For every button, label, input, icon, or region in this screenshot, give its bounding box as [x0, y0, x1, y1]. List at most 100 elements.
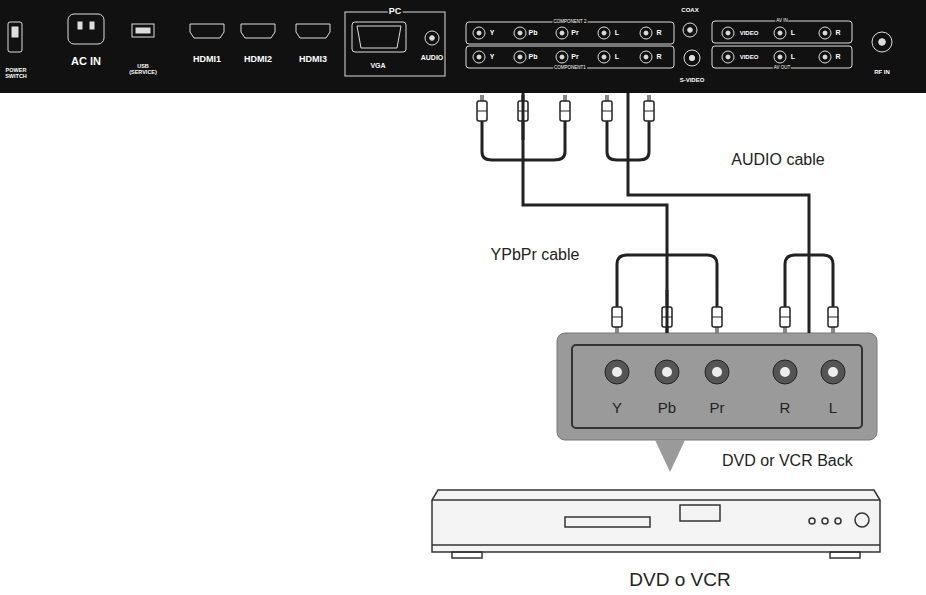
dvd-back-panel-shape — [557, 333, 877, 472]
port-label: L — [791, 29, 795, 36]
jack-pin — [602, 55, 606, 59]
jack-pin — [726, 31, 730, 35]
tv-back-panel: POWER SWITCHAC INUSB (SERVICE)HDMI1HDMI2… — [0, 0, 926, 93]
jack — [473, 27, 485, 39]
port-label: L — [791, 53, 795, 60]
rca-pin — [662, 367, 672, 377]
rca-pin — [612, 367, 622, 377]
jack — [722, 51, 734, 63]
jack — [774, 51, 786, 63]
plug-body — [644, 101, 654, 121]
jack — [872, 32, 892, 52]
jack — [556, 51, 568, 63]
jack — [774, 27, 786, 39]
rca-pin — [828, 367, 838, 377]
rca-jack — [773, 360, 797, 384]
jack — [819, 51, 831, 63]
dvd-player — [432, 490, 880, 558]
port-label: Pb — [529, 53, 538, 60]
jack-label: Pb — [658, 400, 676, 416]
cable-plugs — [477, 95, 838, 333]
port-label: AC IN — [71, 56, 101, 68]
jack-pin — [726, 55, 730, 59]
jack — [514, 51, 526, 63]
plug-tip — [831, 327, 835, 333]
jack-pin — [430, 36, 435, 41]
plug-ring — [712, 317, 722, 318]
jack-pin — [477, 31, 481, 35]
jack-pin — [477, 55, 481, 59]
plug-body — [602, 101, 612, 121]
port-label: Pr — [571, 53, 578, 60]
plug-ring — [828, 317, 838, 318]
jack-pin — [560, 31, 564, 35]
rca-pin — [712, 367, 722, 377]
port-label: R — [656, 29, 661, 36]
tv-back-panel — [0, 0, 926, 93]
jack-pin — [879, 39, 886, 46]
jack — [514, 27, 526, 39]
port-label: AV IN — [775, 19, 788, 24]
port-label: COMPONENT 2 — [553, 20, 588, 25]
jack — [556, 27, 568, 39]
jack — [640, 27, 652, 39]
plug-tip — [783, 327, 787, 333]
jack — [425, 31, 439, 45]
jack — [598, 51, 610, 63]
plug-ring — [780, 317, 790, 318]
port-label: POWER SWITCH — [1, 68, 31, 80]
rca-jack — [821, 360, 845, 384]
port-label: R — [835, 53, 840, 60]
port-label: HDMI1 — [193, 55, 221, 64]
jack-label: R — [780, 400, 791, 416]
plug-tip — [480, 95, 484, 101]
plug-tip — [605, 95, 609, 101]
dvd-back-panel: Y Pb Pr R L — [557, 333, 877, 440]
plug-body — [780, 307, 790, 327]
plug-body — [712, 307, 722, 327]
jack-pin — [644, 55, 648, 59]
plug-ring — [560, 111, 570, 112]
jack-pin — [518, 31, 522, 35]
panel-ports — [8, 12, 852, 76]
jack-label: Y — [612, 400, 622, 416]
cable-label: AUDIO cable — [728, 150, 827, 170]
jack-pin — [688, 28, 693, 33]
jack-pin — [823, 31, 827, 35]
jack-pin — [689, 55, 694, 60]
jack-pin — [823, 55, 827, 59]
port-label: VIDEO — [740, 54, 759, 60]
plug-ring — [602, 111, 612, 112]
port-label: R — [835, 29, 840, 36]
plug-ring — [644, 111, 654, 112]
plug-body — [828, 307, 838, 327]
port-label: Y — [490, 53, 495, 60]
rca-jack — [605, 360, 629, 384]
cable-label: YPbPr cable — [488, 245, 583, 265]
device-label: DVD or VCR Back — [722, 452, 853, 470]
cable-branches — [482, 140, 833, 290]
rca-jack — [655, 360, 679, 384]
port-label: R — [656, 53, 661, 60]
jack-label: L — [829, 400, 837, 416]
port-label: Y — [490, 29, 495, 36]
port-label: COAX — [681, 7, 698, 13]
port-label: RF IN — [874, 69, 890, 75]
plug-ring — [477, 111, 487, 112]
panel-jacks — [425, 23, 892, 66]
plug-tip — [647, 95, 651, 101]
jack-pin — [518, 55, 522, 59]
jack — [598, 27, 610, 39]
port-label: HDMI2 — [244, 55, 272, 64]
jack-label: Pr — [710, 400, 725, 416]
plug-tip — [563, 95, 567, 101]
jack-pin — [644, 31, 648, 35]
jack — [722, 27, 734, 39]
port-label: HDMI3 — [299, 55, 327, 64]
plug-tip — [615, 327, 619, 333]
jack — [473, 51, 485, 63]
jack — [684, 50, 700, 66]
port-label: L — [615, 53, 619, 60]
